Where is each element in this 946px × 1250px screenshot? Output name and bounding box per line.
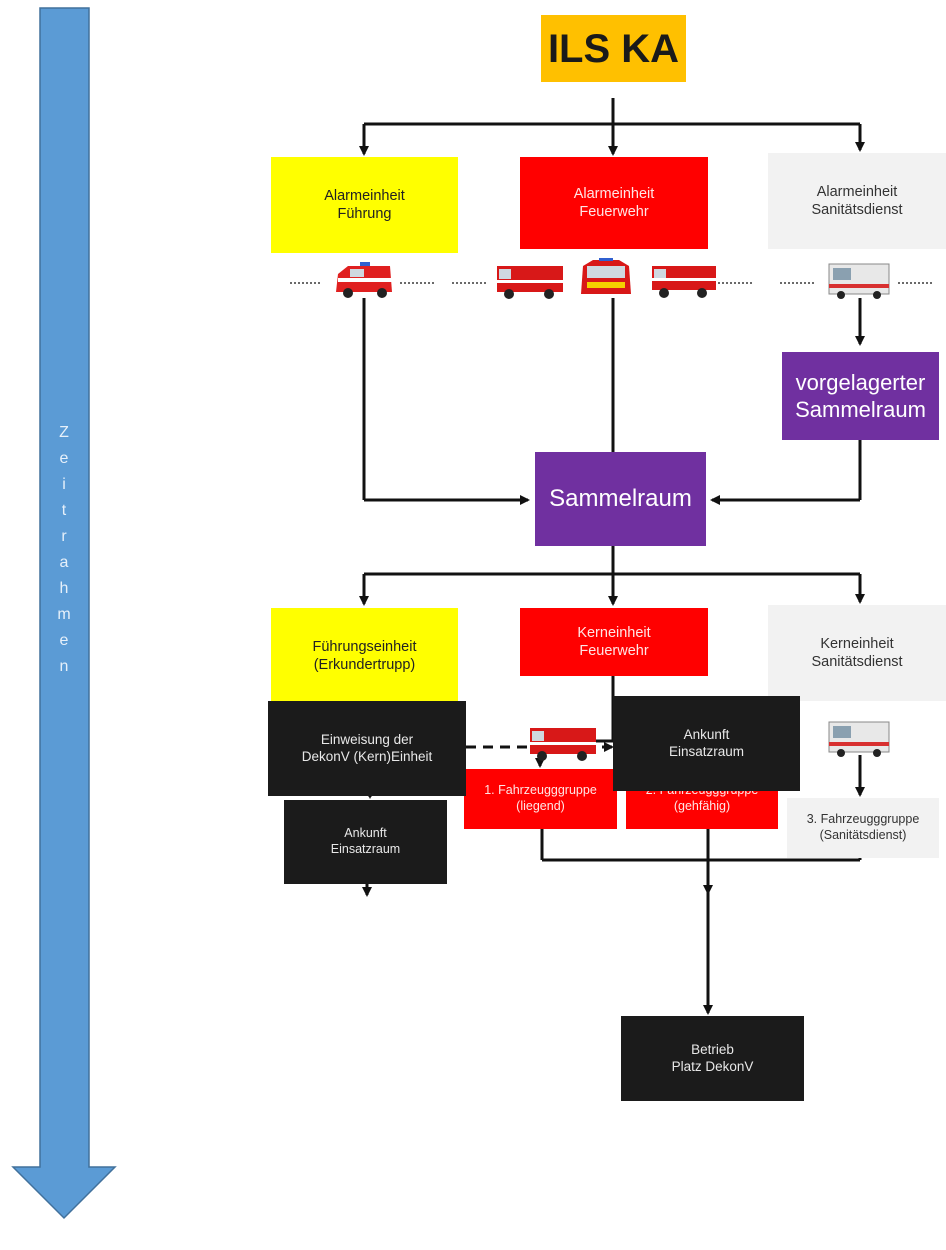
betrieb-platz-dekonv-node: Betrieb Platz DekonV: [621, 1016, 804, 1101]
sammelraum-node: Sammelraum: [535, 452, 706, 546]
node-label: Führung: [337, 206, 392, 222]
node-label: Ankunft: [683, 726, 730, 742]
timeline-letter: r: [61, 528, 67, 545]
node-label: Sammelraum: [795, 397, 926, 422]
timeline-letter: e: [59, 450, 69, 467]
node-label: Führungseinheit: [312, 638, 417, 655]
node-label: (Erkundertrupp): [313, 657, 416, 673]
fire-truck-icon: [652, 266, 716, 298]
node-label: DekonV (Kern)Einheit: [301, 748, 433, 764]
timeline-letter: m: [57, 606, 71, 623]
ankunft-einsatzraum-left-node: Ankunft Einsatzraum: [284, 800, 447, 884]
node-label: Alarmeinheit: [573, 185, 655, 202]
timeline-letter: h: [59, 580, 69, 597]
node-label: Sanitätsdienst: [811, 202, 903, 218]
node-label: Betrieb: [691, 1041, 734, 1057]
node-label: Ankunft: [344, 826, 387, 841]
timeline-letter: t: [61, 502, 67, 519]
node-label: (liegend): [516, 799, 565, 813]
node-label: Kerneinheit: [820, 635, 894, 652]
fahrzeuggruppe-1-node: 1. Fahrzeugggruppe (liegend): [464, 769, 617, 829]
timeline-arrow: [11, 7, 117, 1220]
node-label: Sanitätsdienst: [811, 654, 903, 670]
kerneinheit-sanitaet-node: Kerneinheit Sanitätsdienst: [768, 605, 946, 701]
node-label: Einweisung der: [320, 731, 414, 747]
timeline-letter: a: [59, 554, 69, 571]
alarmeinheit-fuehrung-node: Alarmeinheit Führung: [271, 157, 458, 253]
fire-truck-icon: [530, 728, 596, 761]
alarmeinheit-sanitaet-node: Alarmeinheit Sanitätsdienst: [768, 153, 946, 249]
timeline-letter: e: [59, 632, 69, 649]
ambulance-truck-icon: [828, 721, 890, 757]
node-label: (gehfähig): [673, 799, 731, 813]
timeline-letter: n: [59, 658, 69, 675]
node-label: Platz DekonV: [671, 1058, 754, 1074]
node-label: Sammelraum: [549, 485, 692, 512]
node-label: vorgelagerter: [795, 369, 926, 395]
einweisung-node: Einweisung der DekonV (Kern)Einheit: [268, 701, 466, 796]
ils-ka-title: ILS KA: [547, 26, 680, 71]
timeline-letter: Z: [59, 424, 69, 441]
fahrzeuggruppe-3-node: 3. Fahrzeugggruppe (Sanitätsdienst): [787, 798, 939, 858]
timeline-letter: i: [62, 476, 66, 493]
node-label: 3. Fahrzeugggruppe: [806, 812, 920, 827]
ankunft-einsatzraum-right-node: Ankunft Einsatzraum: [613, 696, 800, 791]
kerneinheit-feuerwehr-node: Kerneinheit Feuerwehr: [520, 608, 708, 676]
node-label: Alarmeinheit: [816, 183, 898, 200]
ambulance-truck-icon: [828, 263, 890, 299]
fire-van-icon: [336, 262, 392, 298]
node-label: Alarmeinheit: [324, 187, 405, 204]
vorgelagerter-sammelraum-node: vorgelagerter Sammelraum: [782, 352, 939, 440]
node-label: Einsatzraum: [668, 743, 745, 759]
fire-truck-icon: [497, 266, 563, 299]
node-label: Kerneinheit: [577, 624, 651, 641]
node-label: Einsatzraum: [330, 842, 401, 856]
timeline-label: Z e i t r a h m e n: [49, 420, 79, 680]
alarmeinheit-feuerwehr-node: Alarmeinheit Feuerwehr: [520, 157, 708, 249]
node-label: Feuerwehr: [579, 204, 649, 220]
node-label: Feuerwehr: [579, 643, 649, 659]
fire-van-icon: [581, 258, 631, 294]
node-label: 1. Fahrzeugggruppe: [484, 783, 597, 798]
fuehrungseinheit-node: Führungseinheit (Erkundertrupp): [271, 608, 458, 704]
ils-ka-node: ILS KA: [541, 15, 686, 82]
node-label: (Sanitätsdienst): [819, 828, 907, 842]
